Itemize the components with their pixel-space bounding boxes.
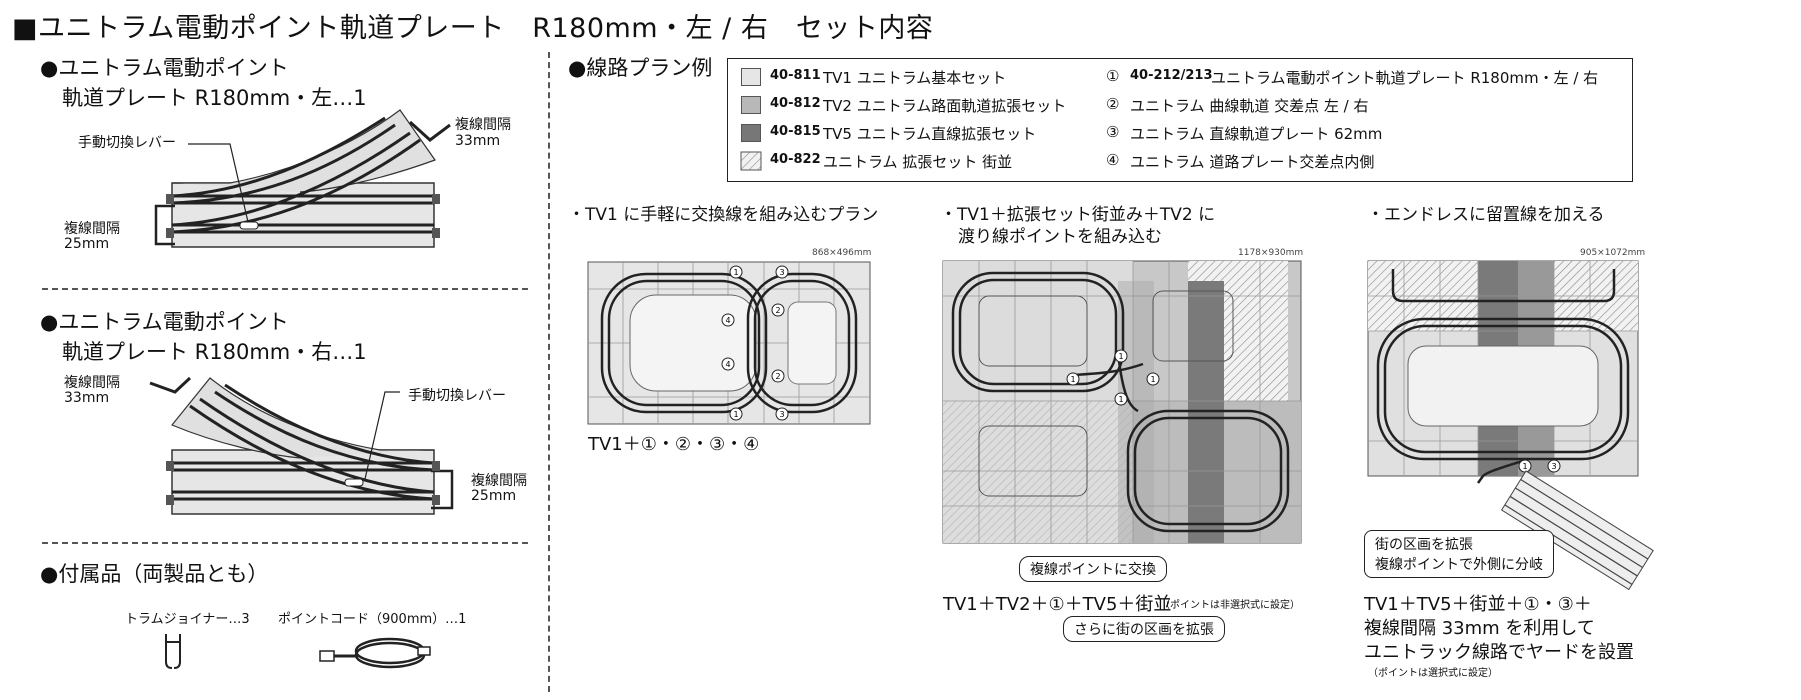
right-point-subheading: 軌道プレート R180mm・右…1	[62, 340, 367, 364]
plan3-formula-line2: 複線間隔 33mm を利用して	[1364, 618, 1595, 639]
legend-code-2: 40-815	[770, 124, 821, 139]
plan2-caption-line2: 渡り線ポイントを組み込む	[958, 227, 1162, 247]
tram-joiner-label: トラムジョイナー…3	[125, 612, 250, 627]
plan2-layout: 1 1 1 1	[942, 260, 1302, 544]
left-point-subheading: 軌道プレート R180mm・左…1	[62, 86, 367, 110]
plan3-formula-line1: TV1＋TV5＋街並＋①・③＋	[1364, 594, 1592, 615]
swatch-tv1	[741, 68, 761, 86]
part-num-1: ②	[1106, 95, 1120, 113]
point-cord-label: ポイントコード（900mm）…1	[278, 612, 467, 627]
plan2-pill-bottom: さらに街の区画を拡張	[1063, 616, 1225, 642]
lever-label-left: 手動切換レバー	[78, 135, 176, 151]
spacing-top-label-right: 複線間隔	[64, 375, 120, 391]
plan3-callout-line1: 街の区画を拡張	[1375, 537, 1473, 553]
spacing-side-value-right: 25mm	[471, 488, 517, 504]
part-num-2: ③	[1106, 123, 1120, 141]
legend-code-1: 40-812	[770, 96, 821, 111]
plan3-callout: 街の区画を拡張 複線ポイントで外側に分岐	[1364, 530, 1554, 578]
plan2-formula: TV1＋TV2＋①＋TV5＋街並	[943, 594, 1172, 615]
part-name-3: ユニトラム 道路プレート交差点内側	[1130, 153, 1375, 171]
svg-text:3: 3	[779, 410, 784, 419]
point-cord-icon	[319, 637, 431, 669]
right-point-heading: ●ユニトラム電動ポイント	[40, 310, 289, 334]
svg-text:1: 1	[1150, 375, 1155, 384]
plan2-formula-note: （ポイントは非選択式に設定）	[1160, 600, 1300, 611]
point-plate-right-diagram	[149, 376, 454, 515]
section-divider-1	[42, 288, 528, 290]
svg-text:2: 2	[775, 306, 780, 315]
svg-text:1: 1	[733, 268, 738, 277]
point-plate-left-diagram	[154, 109, 451, 248]
plan3-size: 905×1072mm	[1580, 248, 1646, 258]
lever-label-right: 手動切換レバー	[408, 388, 506, 404]
page-title: ■ユニトラム電動ポイント軌道プレート R180mm・左 / 右 セット内容	[12, 13, 934, 44]
legend-name-0: TV1 ユニトラム基本セット	[823, 69, 1007, 87]
legend-name-1: TV2 ユニトラム路面軌道拡張セット	[823, 97, 1067, 115]
svg-text:4: 4	[725, 316, 730, 325]
plan3-formula-line3: ユニトラック線路でヤードを設置	[1364, 642, 1634, 663]
svg-text:2: 2	[775, 372, 780, 381]
legend-name-2: TV5 ユニトラム直線拡張セット	[823, 125, 1037, 143]
spacing-top-value-left: 33mm	[455, 133, 501, 149]
plan3-callout-line2: 複線ポイントで外側に分岐	[1375, 557, 1543, 573]
column-divider	[548, 52, 550, 692]
part-num-0: ①	[1106, 67, 1120, 85]
part-name-2: ユニトラム 直線軌道プレート 62mm	[1130, 125, 1383, 143]
swatch-townscape	[740, 151, 762, 171]
tram-joiner-icon	[165, 634, 181, 669]
svg-text:1: 1	[1118, 352, 1123, 361]
plan1-formula: TV1＋①・②・③・④	[588, 434, 760, 455]
swatch-tv2	[741, 96, 761, 114]
plan1-layout: 1 3 2 2 1 3 4 4	[587, 261, 871, 425]
part-num-3: ④	[1106, 151, 1120, 169]
part-name-0: ユニトラム電動ポイント軌道プレート R180mm・左 / 右	[1211, 69, 1599, 87]
spacing-top-value-right: 33mm	[64, 390, 110, 406]
plan3-layout: 1 3	[1367, 260, 1654, 591]
left-point-heading: ●ユニトラム電動ポイント	[40, 56, 289, 80]
plan2-caption-line1: ・TV1＋拡張セット街並み＋TV2 に	[940, 205, 1216, 225]
svg-text:4: 4	[725, 360, 730, 369]
plan3-formula-note: （ポイントは選択式に設定）	[1368, 668, 1498, 679]
spacing-side-label-left: 複線間隔	[64, 221, 120, 237]
svg-text:1: 1	[1070, 375, 1075, 384]
plan2-pill-top: 複線ポイントに交換	[1019, 556, 1167, 582]
plan-heading: ●線路プラン例	[568, 56, 713, 80]
swatch-tv5	[741, 124, 761, 142]
plan1-caption: ・TV1 に手軽に交換線を組み込むプラン	[568, 205, 879, 225]
spacing-side-value-left: 25mm	[64, 236, 110, 252]
section-divider-2	[42, 542, 528, 544]
spacing-top-label-left: 複線間隔	[455, 117, 511, 133]
accessories-heading: ●付属品（両製品とも）	[40, 562, 269, 586]
svg-text:1: 1	[1522, 462, 1527, 471]
legend-name-3: ユニトラム 拡張セット 街並	[823, 153, 1013, 171]
plan1-size: 868×496mm	[812, 248, 872, 258]
legend-code-3: 40-822	[770, 152, 821, 167]
plan3-caption: ・エンドレスに留置線を加える	[1367, 205, 1605, 225]
part-name-1: ユニトラム 曲線軌道 交差点 左 / 右	[1130, 97, 1369, 115]
svg-text:3: 3	[1551, 462, 1556, 471]
plan2-size: 1178×930mm	[1238, 248, 1304, 258]
legend-code-0: 40-811	[770, 68, 821, 83]
svg-text:3: 3	[779, 268, 784, 277]
part-code-0: 40-212/213	[1130, 68, 1213, 83]
legend-box: 40-811 TV1 ユニトラム基本セット 40-812 TV2 ユニトラム路面…	[727, 58, 1633, 182]
svg-text:1: 1	[733, 410, 738, 419]
svg-text:1: 1	[1118, 395, 1123, 404]
spacing-side-label-right: 複線間隔	[471, 473, 527, 489]
